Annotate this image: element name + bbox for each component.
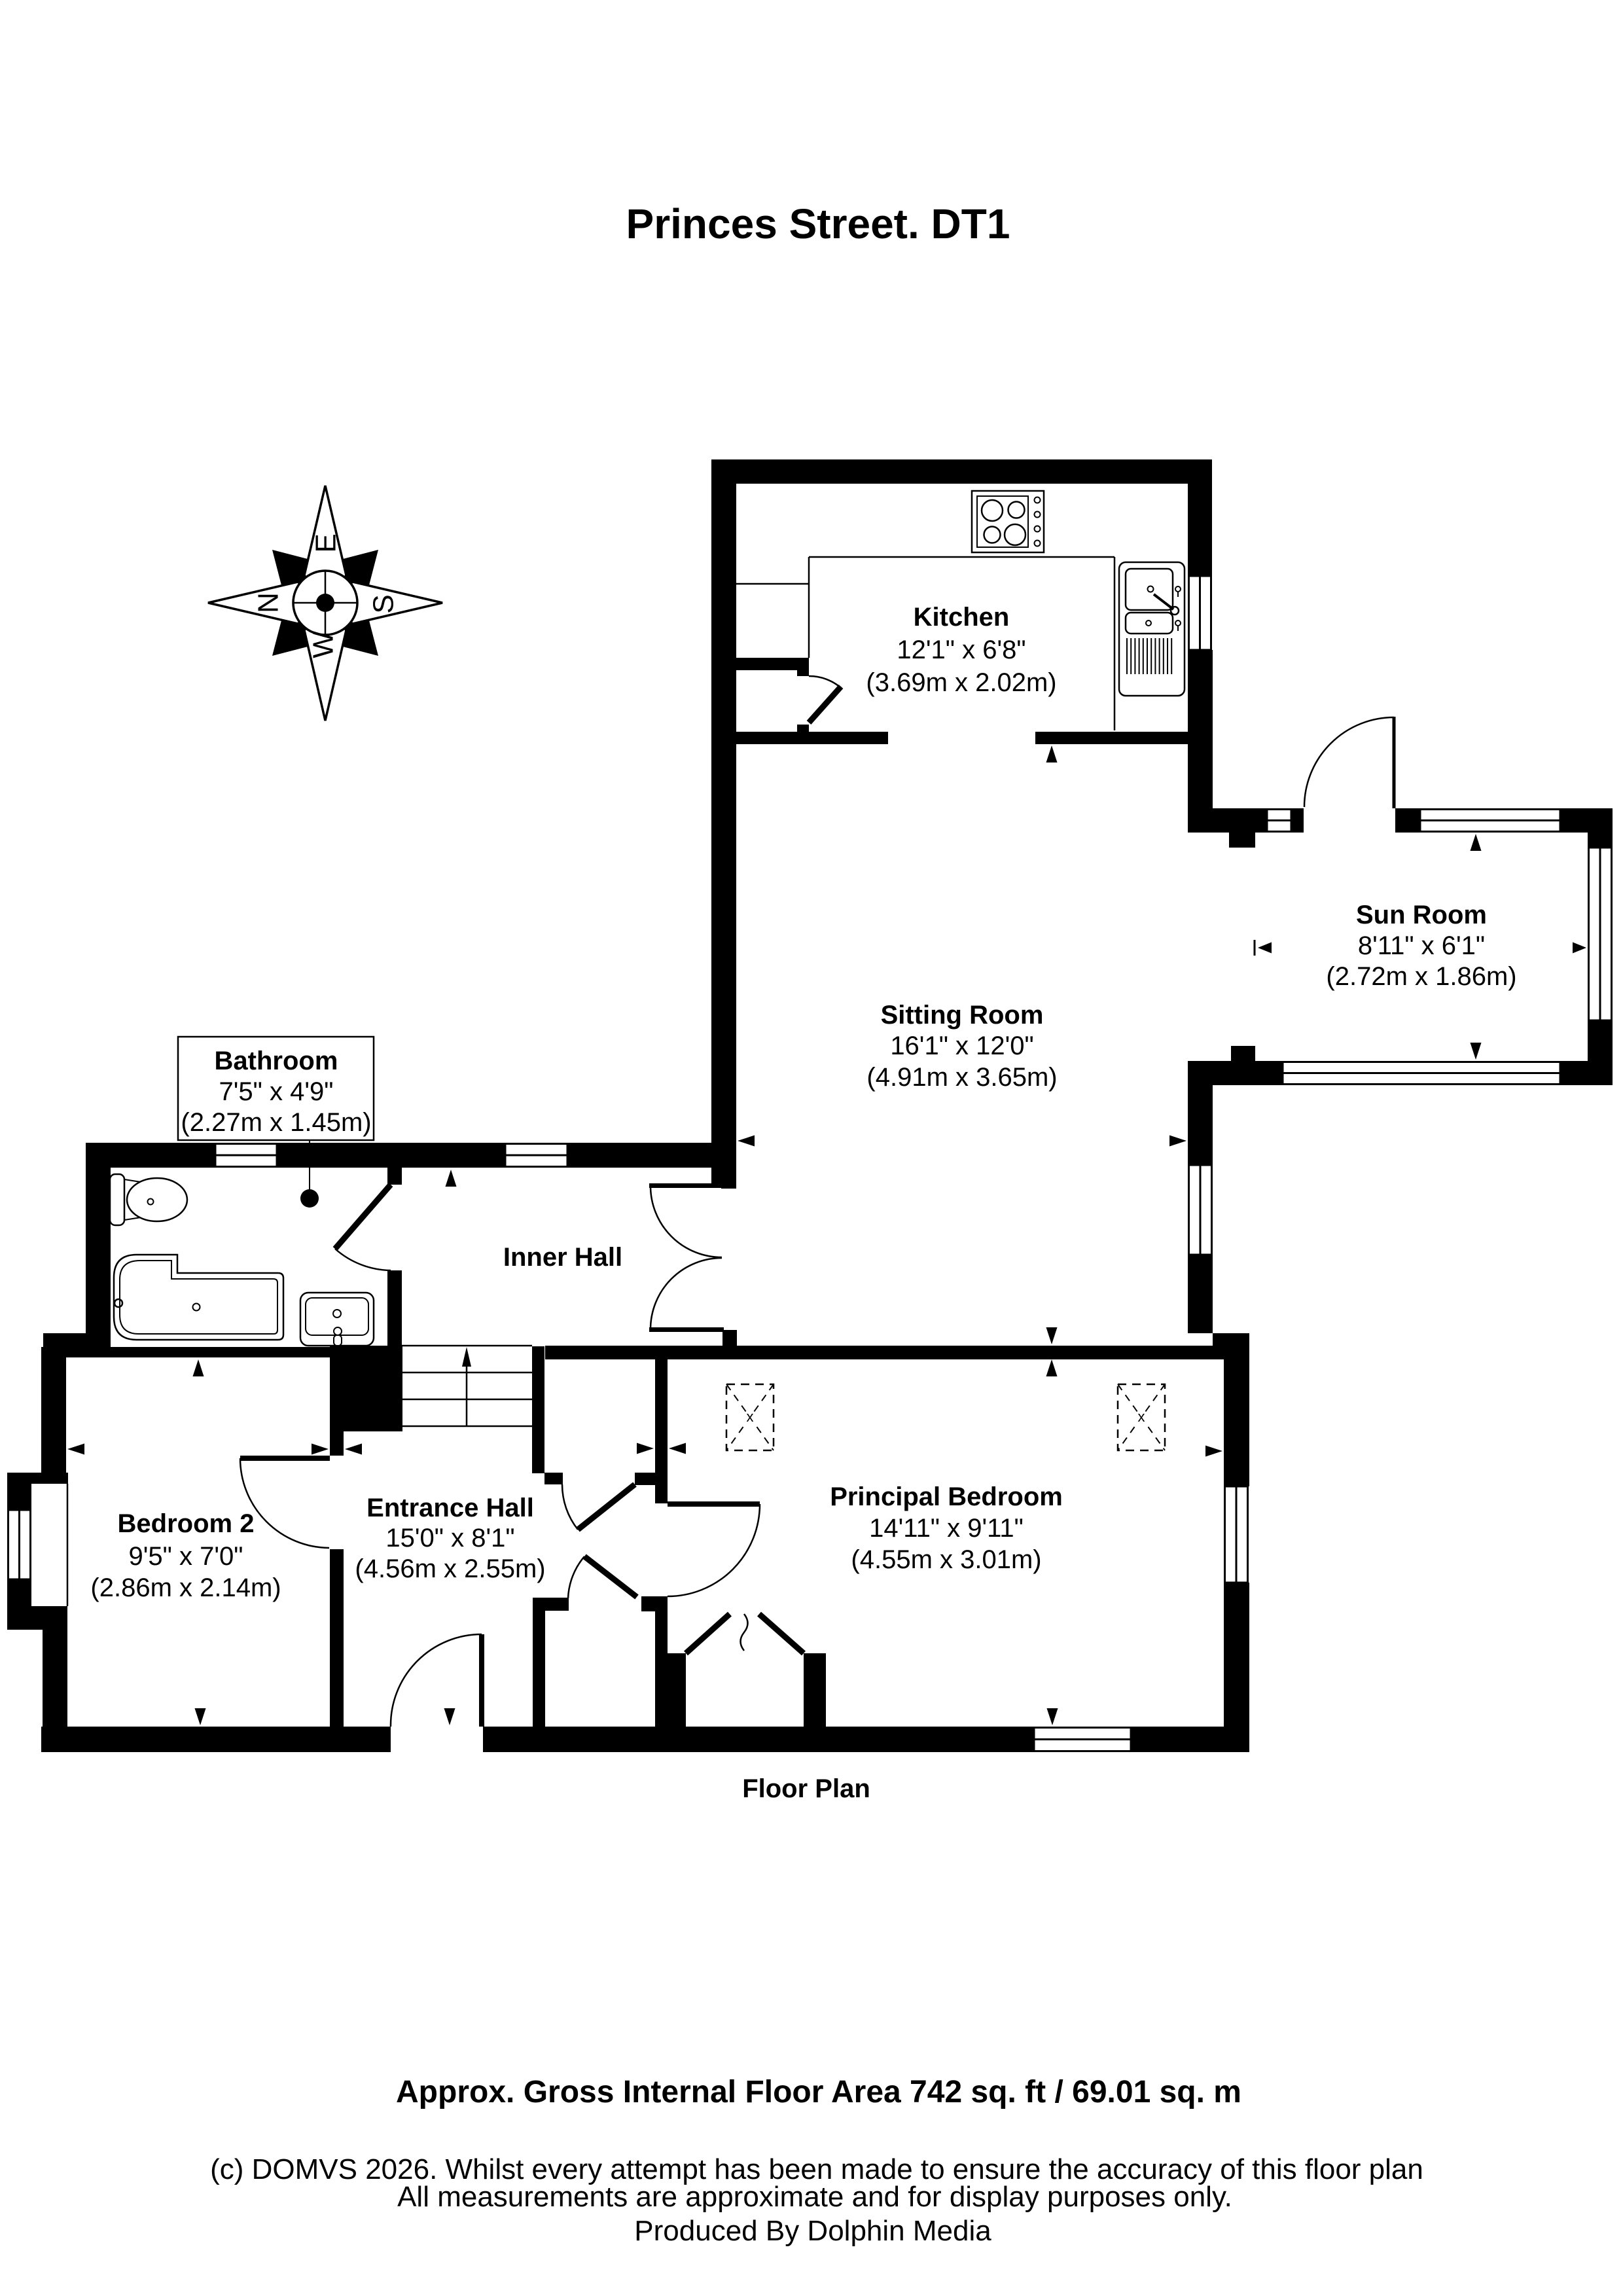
svg-text:Sun Room: Sun Room <box>1356 901 1487 929</box>
svg-text:(c) DOMVS 2026. Whilst every a: (c) DOMVS 2026. Whilst every attempt has… <box>210 2153 1423 2185</box>
svg-text:x: x <box>1138 1408 1145 1425</box>
svg-text:E: E <box>310 533 342 552</box>
svg-text:Princes Street. DT1: Princes Street. DT1 <box>626 200 1010 247</box>
svg-text:Kitchen: Kitchen <box>914 603 1010 632</box>
svg-text:Sitting Room: Sitting Room <box>881 1001 1044 1030</box>
svg-text:Produced By Dolphin Media: Produced By Dolphin Media <box>634 2215 991 2247</box>
svg-text:Inner Hall: Inner Hall <box>503 1243 622 1272</box>
svg-text:14'11" x 9'11": 14'11" x 9'11" <box>869 1514 1024 1543</box>
svg-text:(2.72m x 1.86m): (2.72m x 1.86m) <box>1326 962 1516 991</box>
svg-text:(4.55m x 3.01m): (4.55m x 3.01m) <box>851 1545 1041 1574</box>
svg-text:Floor Plan: Floor Plan <box>742 1774 870 1803</box>
svg-text:Approx. Gross Internal Floor A: Approx. Gross Internal Floor Area 742 sq… <box>396 2075 1241 2109</box>
svg-text:Bathroom: Bathroom <box>215 1047 338 1075</box>
svg-text:(4.91m x 3.65m): (4.91m x 3.65m) <box>866 1063 1057 1092</box>
svg-text:Principal Bedroom: Principal Bedroom <box>830 1482 1063 1511</box>
svg-text:9'5" x 7'0": 9'5" x 7'0" <box>129 1542 243 1571</box>
svg-text:(2.27m x 1.45m): (2.27m x 1.45m) <box>181 1108 371 1137</box>
svg-text:7'5" x 4'9": 7'5" x 4'9" <box>219 1077 334 1106</box>
svg-text:(2.86m x 2.14m): (2.86m x 2.14m) <box>90 1573 281 1602</box>
svg-text:All measurements are approxima: All measurements are approximate and for… <box>397 2181 1232 2213</box>
svg-text:16'1" x 12'0": 16'1" x 12'0" <box>890 1031 1033 1060</box>
svg-text:N: N <box>253 592 285 613</box>
svg-text:(3.69m x 2.02m): (3.69m x 2.02m) <box>866 668 1056 697</box>
svg-text:x: x <box>747 1408 754 1425</box>
svg-text:S: S <box>368 594 400 613</box>
svg-text:Entrance Hall: Entrance Hall <box>366 1494 534 1522</box>
svg-text:12'1" x 6'8": 12'1" x 6'8" <box>897 636 1026 664</box>
svg-text:W: W <box>308 631 340 658</box>
svg-text:Bedroom 2: Bedroom 2 <box>118 1509 255 1538</box>
svg-text:8'11" x 6'1": 8'11" x 6'1" <box>1358 931 1485 960</box>
svg-text:15'0" x 8'1": 15'0" x 8'1" <box>385 1524 514 1552</box>
svg-text:(4.56m x 2.55m): (4.56m x 2.55m) <box>355 1554 545 1583</box>
